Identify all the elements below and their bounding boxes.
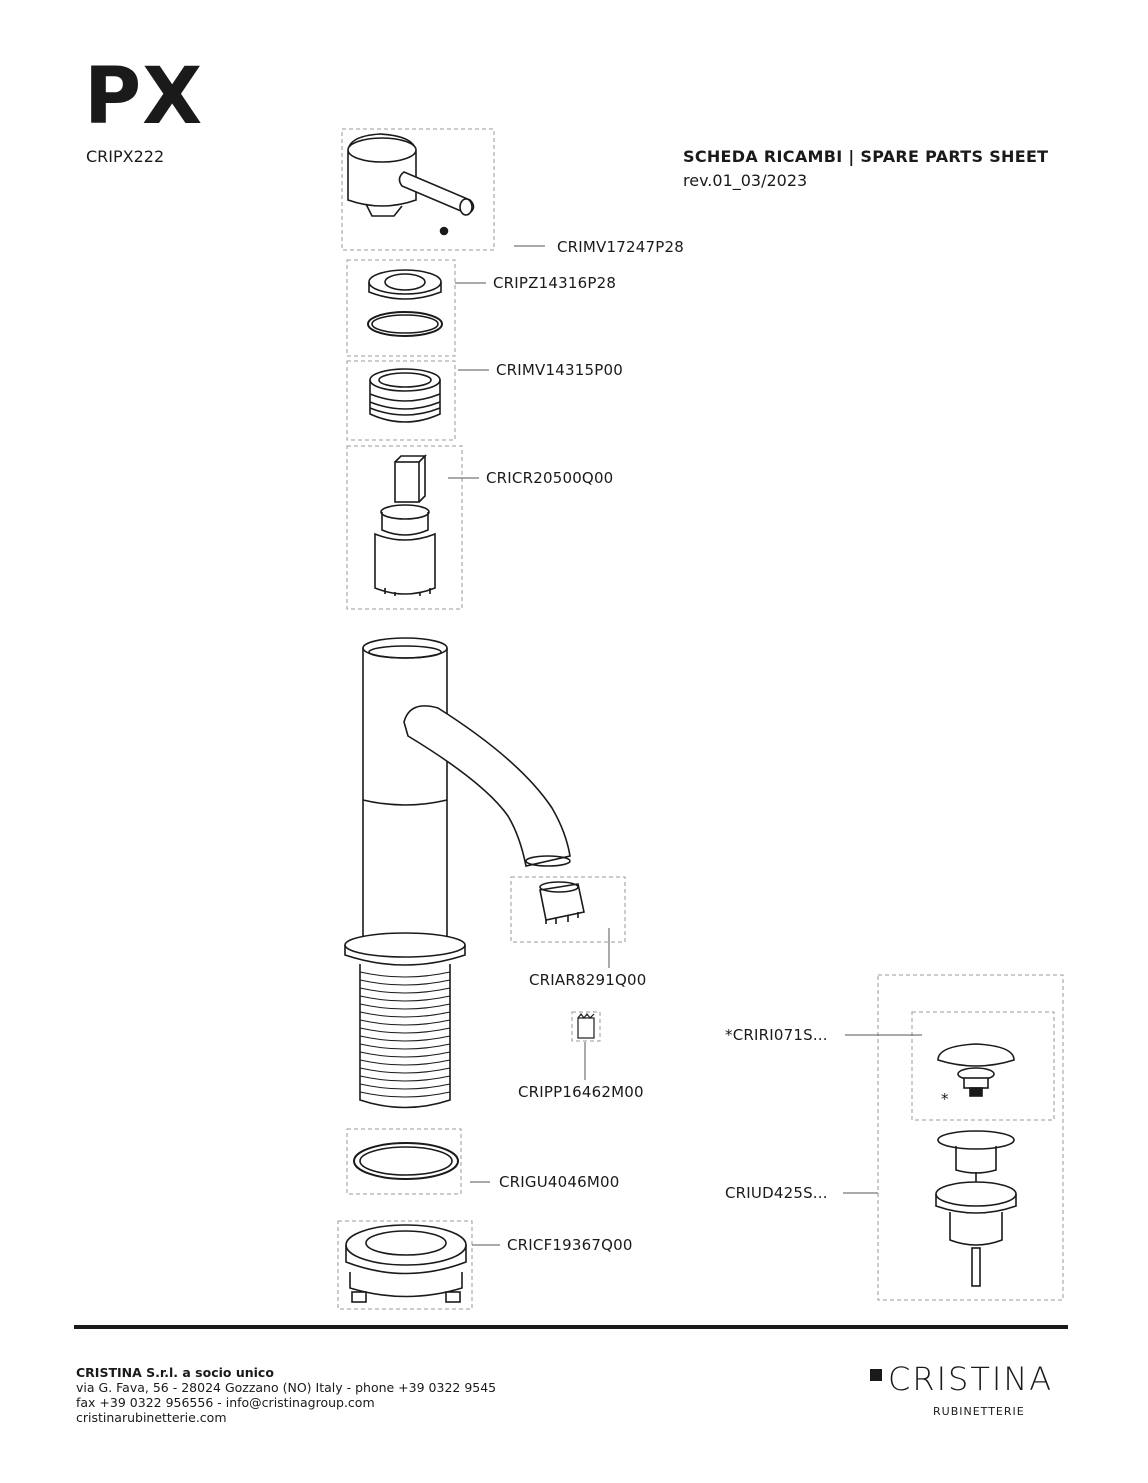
waste-cap-drawing — [937, 1043, 1015, 1097]
company-contacts: fax +39 0322 956556 - info@cristinagroup… — [76, 1395, 375, 1410]
part-box-gasket — [346, 1128, 462, 1195]
company-address: via G. Fava, 56 - 28024 Gozzano (NO) Ita… — [76, 1380, 497, 1395]
leader-lines — [448, 245, 922, 1246]
bushing-drawing — [369, 368, 441, 423]
sheet-title: SCHEDA RICAMBI | SPARE PARTS SHEET — [683, 147, 1049, 166]
part-boxes — [337, 128, 1064, 1310]
part-code-waste-cap: *CRIRI071S... — [725, 1026, 828, 1044]
part-box-handle — [341, 128, 495, 251]
part-code-gasket: CRIGU4046M00 — [499, 1173, 620, 1191]
part-box-waste — [877, 974, 1064, 1301]
footer-info: CRISTINA S.r.l. a socio unico via G. Fav… — [76, 1365, 496, 1425]
part-box-cartridge — [346, 445, 463, 610]
handle-drawing — [347, 133, 475, 236]
part-box-flow-limiter — [571, 1011, 601, 1042]
part-code-aerator: CRIAR8291Q00 — [529, 971, 647, 989]
aerator-drawing — [539, 881, 585, 924]
waste-body-drawing — [935, 1130, 1017, 1287]
part-code-flow-limiter: CRIPP16462M00 — [518, 1083, 644, 1101]
company-website: cristinarubinetterie.com — [76, 1410, 227, 1425]
part-code-handle: CRIMV17247P28 — [557, 238, 684, 256]
part-box-aerator — [510, 876, 626, 943]
part-code-cartridge: CRICR20500Q00 — [486, 469, 614, 487]
fixing-kit-drawing — [345, 1224, 467, 1303]
revision: rev.01_03/2023 — [683, 171, 808, 190]
flow-limiter-drawing — [577, 1013, 595, 1039]
part-code-fixing-kit: CRICF19367Q00 — [507, 1236, 633, 1254]
model-code: CRIPX222 — [86, 147, 165, 166]
product-title: PX — [84, 52, 204, 142]
company-name: CRISTINA S.r.l. a socio unico — [76, 1365, 274, 1380]
ring-nut-drawing — [367, 269, 443, 337]
part-box-ring-nut — [346, 259, 456, 357]
tap-body-drawing — [344, 637, 571, 1109]
brand-logo: CRISTINA — [888, 1360, 1054, 1398]
part-code-waste-body: CRIUD425S... — [725, 1184, 828, 1202]
part-box-bushing — [346, 360, 456, 441]
part-box-waste-cap — [911, 1011, 1055, 1121]
gasket-drawing — [353, 1142, 459, 1180]
brand-subtitle: RUBINETTERIE — [933, 1405, 1025, 1418]
part-code-bushing: CRIMV14315P00 — [496, 361, 623, 379]
cartridge-drawing — [374, 454, 436, 596]
part-box-fixing-kit — [337, 1220, 473, 1310]
part-code-ring-nut: CRIPZ14316P28 — [493, 274, 617, 292]
brand-square-icon — [870, 1369, 882, 1381]
asterisk-note: * — [941, 1090, 949, 1108]
footer-divider — [74, 1325, 1068, 1329]
